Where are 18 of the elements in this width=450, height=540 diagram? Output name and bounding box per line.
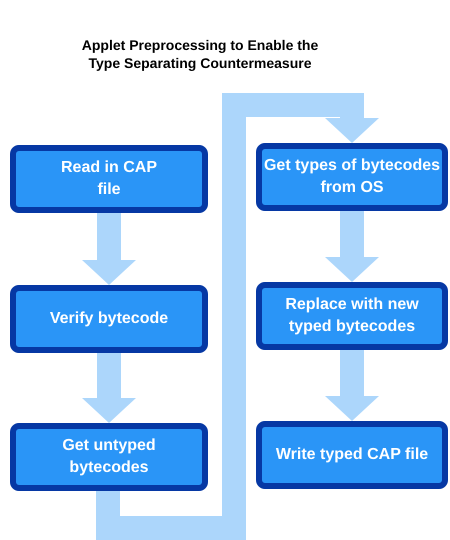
block-arrow	[82, 213, 136, 285]
process-box	[10, 145, 208, 213]
process-box	[256, 282, 448, 350]
block-arrow	[325, 350, 379, 421]
process-box	[256, 421, 448, 489]
process-box	[10, 285, 208, 353]
diagram-title: Applet Preprocessing to Enable the Type Separating Countermeasure	[80, 36, 320, 72]
step-label: Write typed CAP file	[276, 445, 428, 465]
step-label: Read in CAP file	[60, 158, 158, 200]
block-arrow	[325, 211, 379, 282]
step-label: Get types of bytecodes from OS	[262, 156, 442, 198]
step-label: Get untyped bytecodes	[61, 436, 157, 478]
block-arrow	[82, 353, 136, 423]
process-box	[256, 143, 448, 211]
process-box	[10, 423, 208, 491]
block-arrow	[96, 93, 379, 540]
step-label: Replace with new typed bytecodes	[284, 295, 420, 337]
step-label: Verify bytecode	[50, 309, 168, 329]
